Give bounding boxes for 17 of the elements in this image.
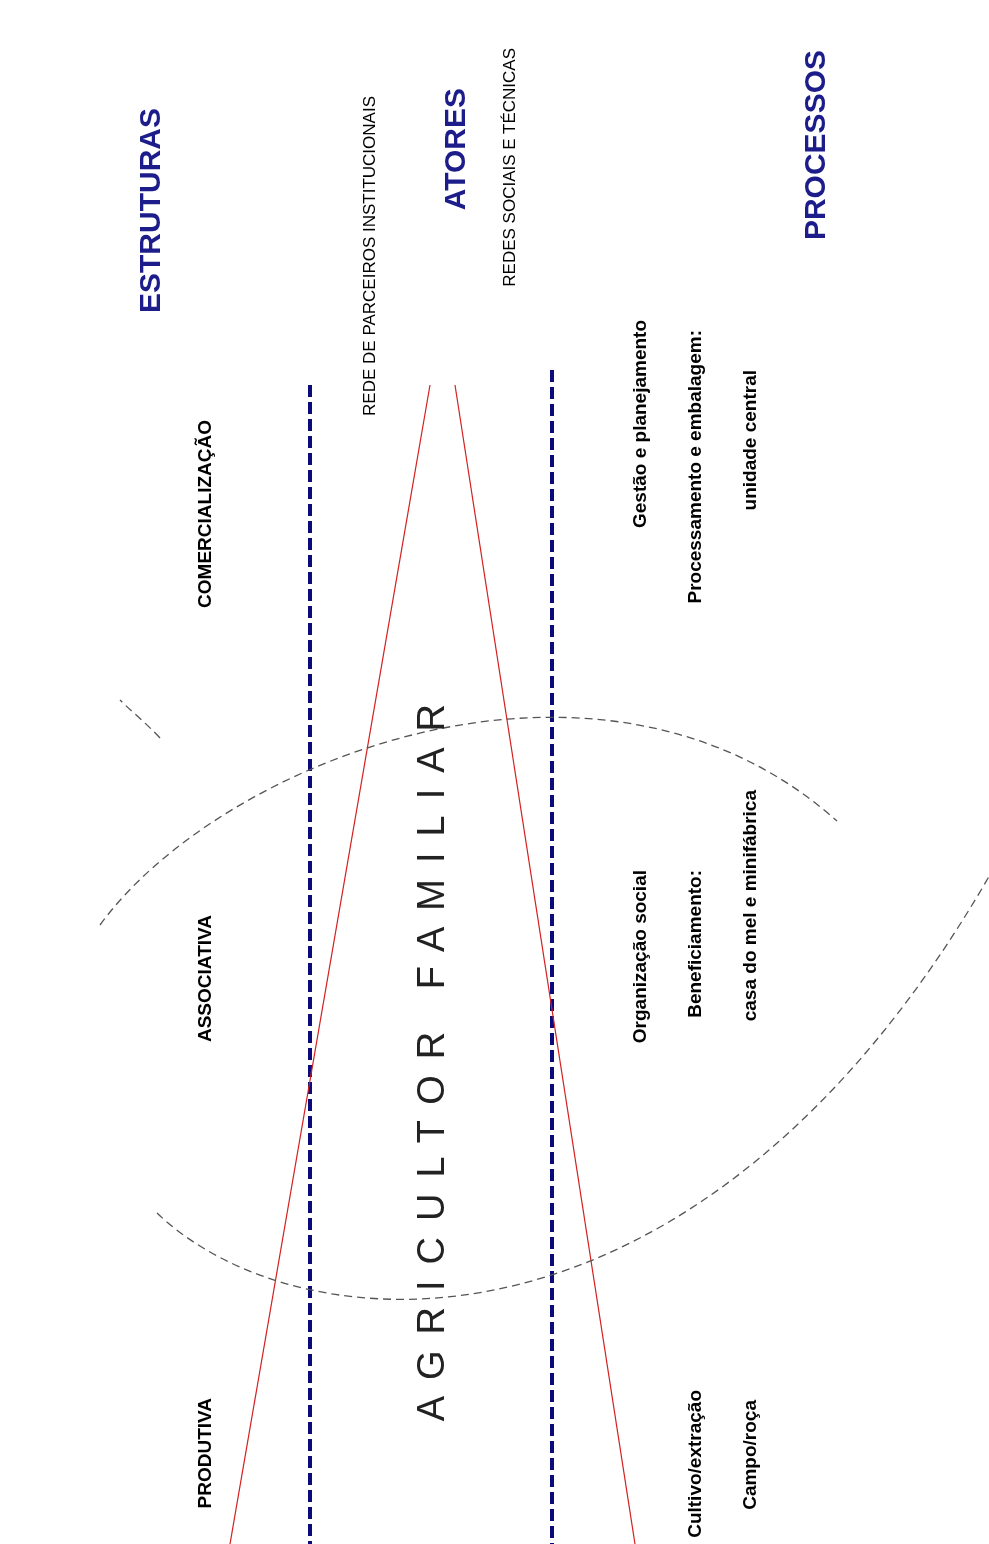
row-label: REDE DE PARCEIROS INSTITUCIONAIS xyxy=(360,96,380,416)
process-label: Gestão e planejamento xyxy=(629,320,651,528)
column-label: ASSOCIATIVA xyxy=(194,915,216,1043)
process-label: casa do mel e minifábrica xyxy=(739,790,761,1022)
process-label: Cultivo/extração xyxy=(684,1390,706,1538)
central-title: AGRICULTOR FAMILIAR xyxy=(410,688,454,1422)
process-label: unidade central xyxy=(739,370,761,511)
section-heading: ATORES xyxy=(437,88,472,211)
process-label: Processamento e embalagem: xyxy=(684,330,706,604)
process-label: Campo/roça xyxy=(739,1400,761,1510)
column-label: PRODUTIVA xyxy=(194,1398,216,1509)
column-label: COMERCIALIZAÇÃO xyxy=(194,420,216,608)
process-label: Organização social xyxy=(629,870,651,1044)
section-heading: ESTRUTURAS xyxy=(132,108,167,313)
row-label: REDES SOCIAIS E TÉCNICAS xyxy=(500,48,520,287)
process-label: Beneficiamento: xyxy=(684,870,706,1018)
section-heading: PROCESSOS xyxy=(797,50,832,241)
